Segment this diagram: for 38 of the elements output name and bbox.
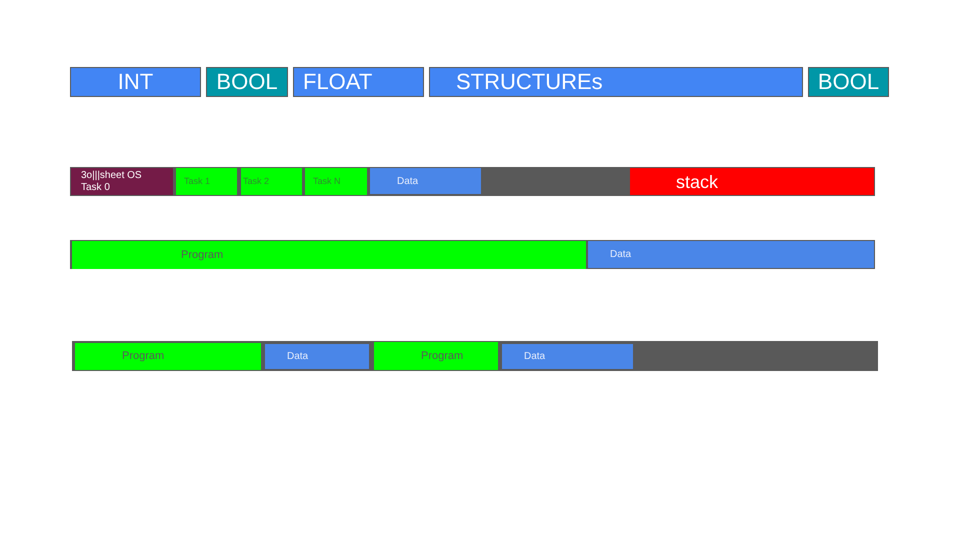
memory-segment [72, 241, 586, 269]
segment-label: BOOL [818, 71, 880, 93]
memory-segment [630, 168, 874, 195]
segment-label: FLOAT [303, 71, 372, 93]
memory-segment [588, 241, 874, 268]
segment-label: Task 0 [81, 182, 111, 194]
segment-label: Program [421, 348, 464, 364]
memory-segment [71, 168, 173, 195]
segment-label: STRUCTUREs [456, 71, 603, 93]
segment-label: Data [397, 174, 418, 188]
segment-label: 3o|||sheet OS [81, 170, 143, 182]
segment-label: Data [610, 248, 632, 262]
segment-label: stack [676, 172, 718, 190]
memory-segment [502, 344, 633, 369]
memory-segment [305, 168, 367, 195]
type-block [429, 67, 803, 97]
type-block [808, 67, 889, 97]
memory-segment [241, 168, 302, 195]
segment-label: Task N [313, 174, 341, 188]
memory-bar [72, 341, 878, 371]
memory-segment [75, 343, 261, 370]
segment-label: Data [524, 350, 546, 364]
memory-bar [70, 240, 875, 269]
segment-label: Task 1 [184, 174, 210, 188]
type-block [70, 67, 201, 97]
segment-label: Program [181, 248, 224, 263]
segment-label: Task 2 [243, 174, 270, 188]
memory-segment [370, 168, 481, 194]
memory-segment [265, 344, 369, 369]
memory-bar [70, 167, 875, 196]
segment-label: Data [287, 350, 308, 364]
type-block [293, 67, 424, 97]
segment-label: Program [122, 349, 164, 364]
segment-label: INT [118, 71, 154, 93]
type-block [206, 67, 288, 97]
memory-segment [374, 342, 498, 370]
memory-segment [176, 168, 237, 195]
segment-label: BOOL [216, 71, 278, 93]
